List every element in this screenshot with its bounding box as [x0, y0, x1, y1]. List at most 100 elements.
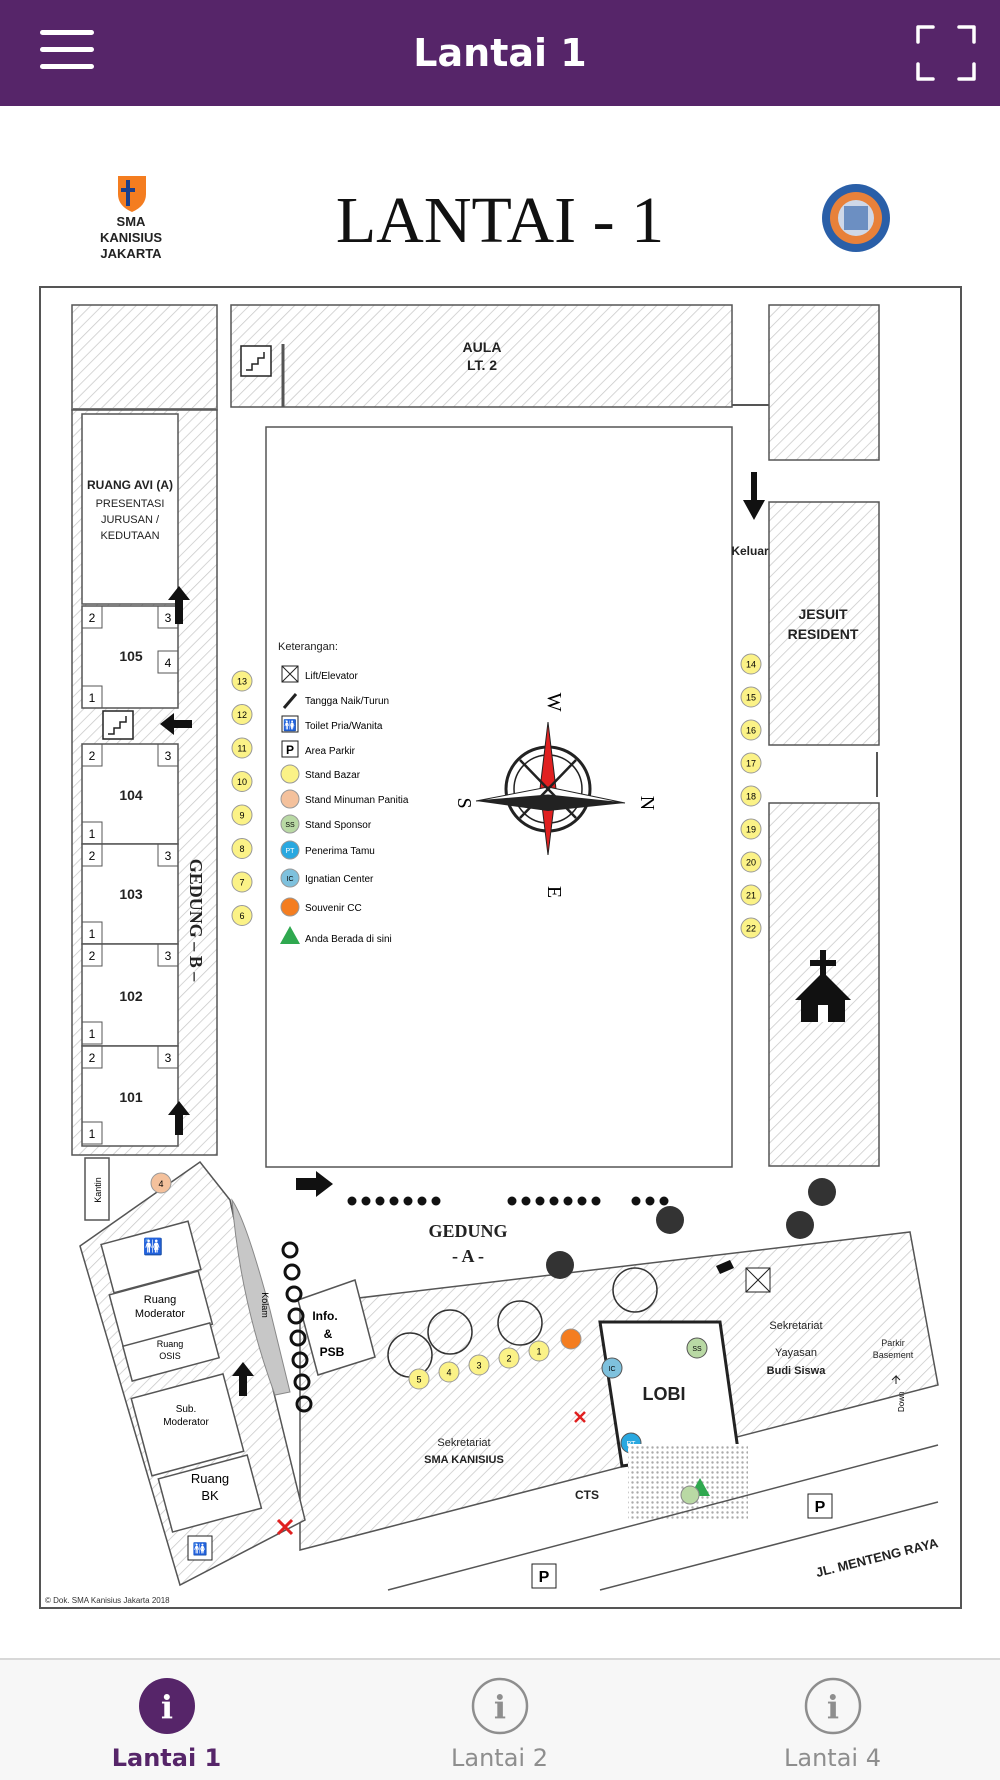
room-number: 104 [119, 787, 143, 803]
toilet-icon [187, 1535, 213, 1561]
svg-text:&: & [324, 1327, 333, 1341]
tree-icon [289, 1329, 307, 1347]
svg-text:2: 2 [89, 749, 96, 763]
stand-bazar: 19 [740, 818, 762, 840]
toilet-icon [281, 715, 299, 733]
sekretariat-yayasan-label: Budi Siswa [767, 1365, 827, 1377]
page-title: Lantai 1 [413, 31, 587, 75]
svg-text:P: P [286, 743, 294, 757]
tab-lantai-1[interactable]: i Lantai 1 [0, 1660, 333, 1780]
stand-number: 12 [237, 710, 247, 720]
legend-label: Anda Berada di sini [305, 934, 392, 945]
svg-text:P: P [539, 1569, 550, 1586]
svg-text:1: 1 [89, 1027, 96, 1041]
info-icon: i [471, 1677, 528, 1735]
sekretariat-sma-label: SMA KANISIUS [424, 1454, 504, 1466]
svg-text:4: 4 [158, 1179, 163, 1189]
stand-number: 6 [239, 911, 244, 921]
stand-bazar: 5 [408, 1368, 430, 1390]
ruang-avi-label: RUANG AVI (A) [87, 478, 173, 492]
svg-text:🚻: 🚻 [193, 1542, 208, 1556]
tree-icon [347, 1196, 357, 1206]
stand-bazar: 18 [740, 785, 762, 807]
tree-icon [631, 1196, 641, 1206]
legend-dot [280, 868, 300, 888]
left-offices: 🚻 Ruang Moderator Ruang OSIS Sub. Modera… [100, 1220, 294, 1561]
menu-button[interactable] [40, 30, 94, 70]
sekretariat-yayasan-label: Sekretariat [769, 1320, 822, 1332]
legend-label: Tangga Naik/Turun [305, 696, 389, 707]
svg-text:1: 1 [89, 827, 96, 841]
room-102: 102 2 3 1 [81, 943, 179, 1047]
tab-label: Lantai 2 [451, 1744, 548, 1772]
svg-text:2: 2 [89, 849, 96, 863]
stand-bazar: 21 [740, 884, 762, 906]
sekretariat-sma-label: Sekretariat [437, 1437, 490, 1449]
stand-bazar: 4 [438, 1361, 460, 1383]
basement-label: Basement [873, 1350, 914, 1360]
tab-label: Lantai 4 [784, 1744, 881, 1772]
svg-text:SS: SS [285, 822, 295, 829]
tree-icon [549, 1196, 559, 1206]
tab-lantai-2[interactable]: i Lantai 2 [333, 1660, 666, 1780]
kantin-label: Kantin [93, 1177, 103, 1203]
map-legend: Keterangan: Lift/Elevator Tangga Naik/Tu… [278, 641, 409, 945]
stand-number: 16 [746, 726, 756, 736]
souvenir-stand [560, 1328, 582, 1350]
compass-w: W [543, 693, 565, 712]
classrooms: 105 2 3 4 1 104 2 3 1 103 2 3 1 102 2 3 … [81, 605, 179, 1147]
stand-number: 15 [746, 693, 756, 703]
svg-text:PT: PT [286, 848, 296, 855]
legend-label: Stand Sponsor [305, 820, 372, 831]
svg-text:🚻: 🚻 [283, 719, 297, 732]
stand-bazar: 17 [740, 752, 762, 774]
stand-bazar: 8 [231, 838, 253, 859]
svg-text:Ruang: Ruang [144, 1294, 176, 1306]
svg-text:3: 3 [165, 849, 172, 863]
event-logo [822, 184, 890, 252]
ruang-avi [81, 413, 179, 605]
stand-number: 19 [746, 825, 756, 835]
exit-label: Keluar [731, 544, 769, 558]
stand-bazar: 11 [231, 737, 253, 759]
ruang-avi-label: KEDUTAAN [100, 530, 159, 542]
copyright: © Dok. SMA Kanisius Jakarta 2018 [45, 1596, 170, 1605]
fullscreen-icon[interactable] [915, 24, 977, 82]
sekretariat-yayasan-label: Yayasan [775, 1347, 817, 1359]
legend-dot [280, 897, 300, 917]
svg-text:Ruang: Ruang [191, 1471, 229, 1486]
svg-text:PSB: PSB [320, 1345, 345, 1359]
legend-label: Stand Minuman Panitia [305, 795, 409, 806]
stand-bazar: 15 [740, 686, 762, 708]
tab-lantai-4[interactable]: i Lantai 4 [666, 1660, 999, 1780]
you-are-here-icon [280, 926, 300, 944]
stairs-icon [282, 693, 298, 709]
svg-text:3: 3 [165, 749, 172, 763]
arrow-up-icon [168, 1101, 190, 1135]
stand-number: 5 [416, 1375, 421, 1385]
stairs-icon [240, 345, 272, 377]
app-header: Lantai 1 [0, 0, 1000, 106]
tree-icon [389, 1196, 399, 1206]
tree-icon [293, 1373, 311, 1391]
jesuit-resident [768, 501, 880, 746]
jesuit-label: RESIDENT [788, 626, 859, 642]
aula-label: AULA [463, 339, 502, 355]
kantin [84, 1157, 110, 1221]
legend-title: Keterangan: [278, 641, 338, 653]
stand-bazar: 13 [231, 670, 253, 692]
legend-dot [280, 814, 300, 834]
logo-text: SMA [117, 214, 147, 229]
tree-icon [656, 1206, 684, 1234]
legend-label: Toilet Pria/Wanita [305, 721, 383, 732]
lobby-label: LOBI [643, 1384, 686, 1404]
info-icon: i [804, 1677, 861, 1735]
pond [231, 1198, 291, 1396]
tree-icon [659, 1196, 669, 1206]
arrow-left-icon [160, 713, 192, 735]
svg-text:1: 1 [89, 927, 96, 941]
cts-area [628, 1444, 748, 1519]
stand-number: 2 [506, 1354, 511, 1364]
